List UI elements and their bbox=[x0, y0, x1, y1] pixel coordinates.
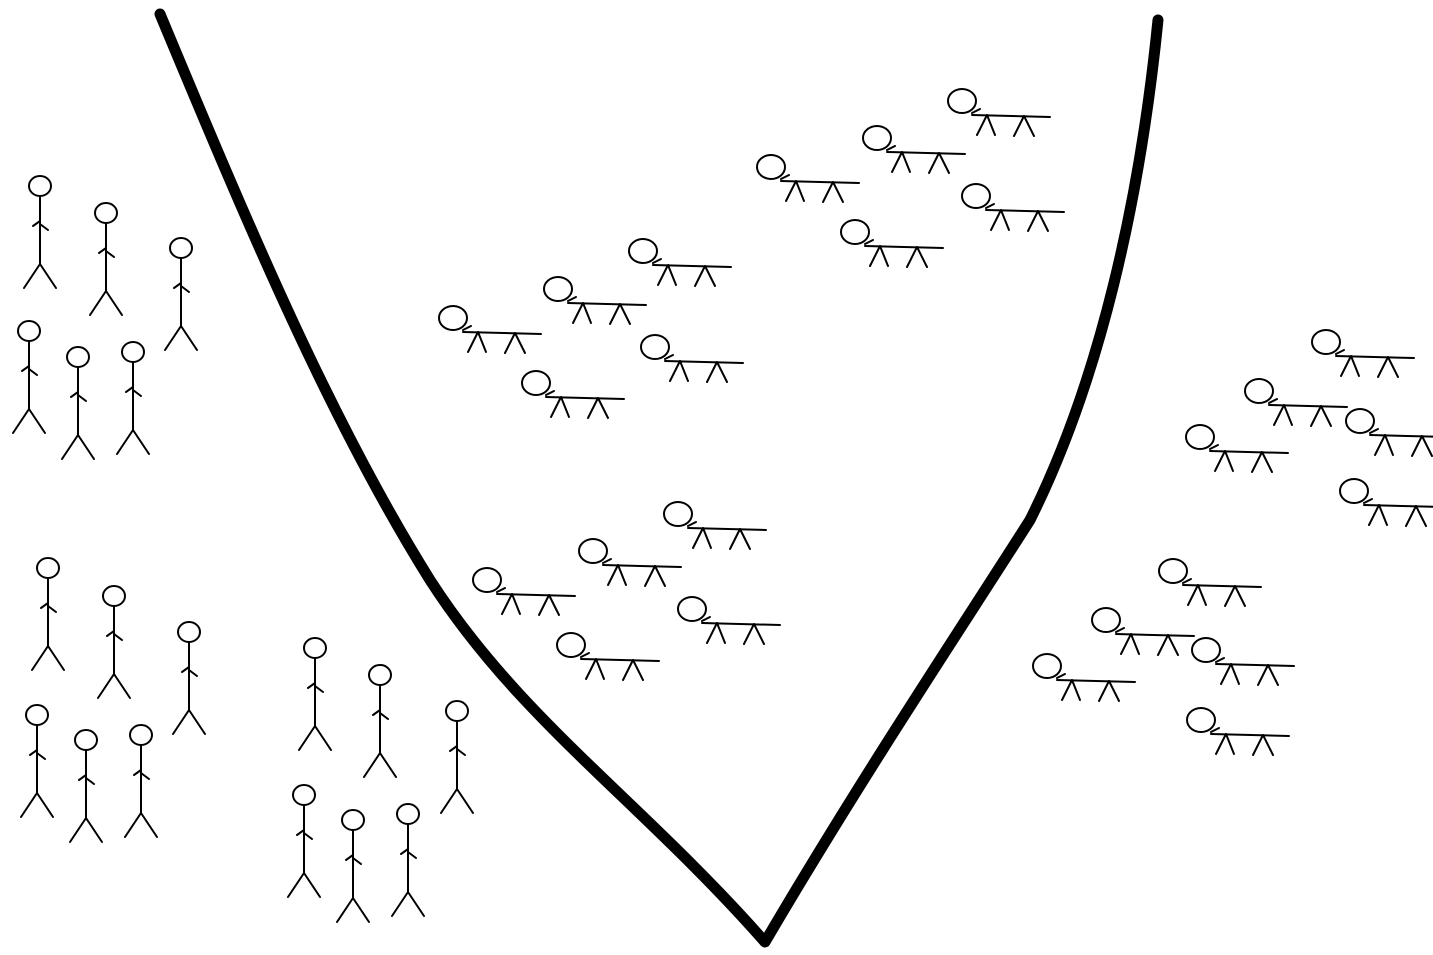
diagram-canvas bbox=[0, 0, 1433, 955]
